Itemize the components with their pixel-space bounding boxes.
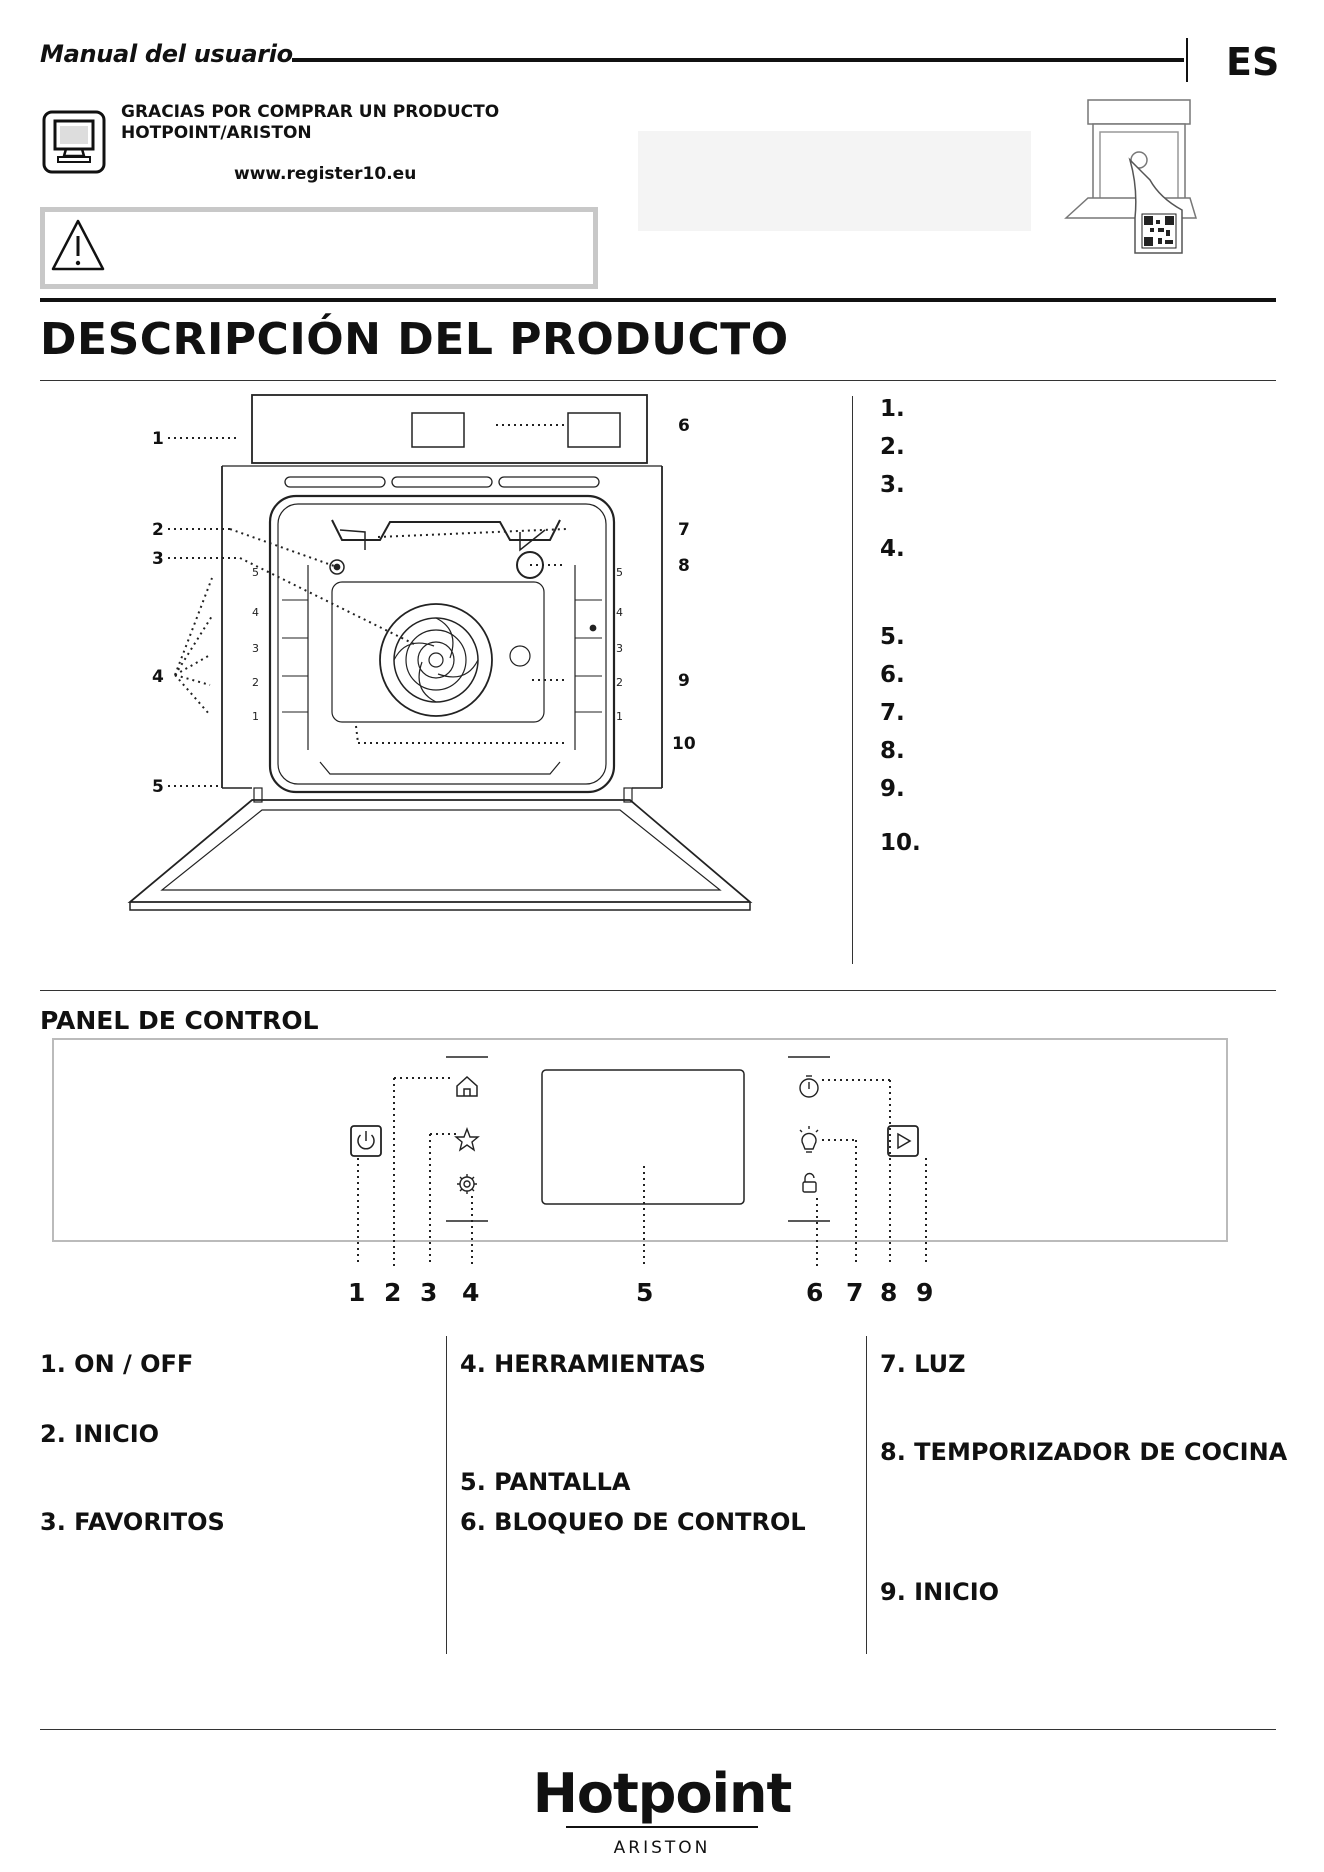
- warning-box: [40, 207, 598, 289]
- shelf-right-1: 1: [616, 710, 623, 723]
- panel-number-4: 4: [462, 1278, 480, 1307]
- callout-8: 8: [678, 556, 690, 576]
- shelf-right-3: 3: [616, 642, 623, 655]
- label-luz: 7. LUZ: [880, 1350, 966, 1378]
- column-divider-2: [866, 1336, 867, 1654]
- manual-title: Manual del usuario: [40, 40, 293, 68]
- shelf-left-4: 4: [252, 606, 259, 619]
- label-temporizador: 8. TEMPORIZADOR DE COCINA: [880, 1438, 1288, 1466]
- panel-number-3: 3: [420, 1278, 438, 1307]
- product-list-divider: [852, 396, 853, 964]
- panel-number-1: 1: [348, 1278, 366, 1307]
- lock-icon[interactable]: [802, 1172, 817, 1193]
- label-inicio: 2. INICIO: [40, 1420, 160, 1448]
- thanks-text: GRACIAS POR COMPRAR UN PRODUCTO HOTPOINT…: [121, 102, 499, 144]
- label-inicio-9: 9. INICIO: [880, 1578, 1000, 1606]
- list-item-6: 6.: [880, 662, 905, 688]
- column-divider-1: [446, 1336, 447, 1654]
- panel-number-6: 6: [806, 1278, 824, 1307]
- shelf-left-5: 5: [252, 566, 259, 579]
- thanks-line-2: HOTPOINT/ARISTON: [121, 123, 312, 143]
- panel-number-5: 5: [636, 1278, 654, 1307]
- callout-9: 9: [678, 671, 690, 691]
- callout-4: 4: [152, 667, 164, 687]
- control-panel-title: PANEL DE CONTROL: [40, 1006, 319, 1035]
- label-favoritos: 3. FAVORITOS: [40, 1508, 225, 1536]
- shelf-right-4: 4: [616, 606, 623, 619]
- header-rule: [292, 58, 1184, 62]
- callout-6: 6: [678, 416, 690, 436]
- label-herramientas: 4. HERRAMIENTAS: [460, 1350, 706, 1378]
- list-item-2: 2.: [880, 434, 905, 460]
- monitor-icon: [42, 110, 106, 174]
- home-icon[interactable]: [456, 1075, 478, 1097]
- power-icon[interactable]: [350, 1125, 382, 1157]
- product-description-title: DESCRIPCIÓN DEL PRODUCTO: [40, 314, 789, 365]
- footer-rule: [40, 1729, 1276, 1730]
- warning-icon: [51, 219, 105, 271]
- panel-number-7: 7: [846, 1278, 864, 1307]
- list-item-9: 9.: [880, 776, 905, 802]
- list-item-8: 8.: [880, 738, 905, 764]
- callout-3: 3: [152, 549, 164, 569]
- shelf-right-2: 2: [616, 676, 623, 689]
- list-item-1: 1.: [880, 396, 905, 422]
- shelf-left-1: 1: [252, 710, 259, 723]
- panel-number-2: 2: [384, 1278, 402, 1307]
- oven-qr-thumbnail: [1064, 99, 1198, 254]
- shelf-right-5: 5: [616, 566, 623, 579]
- thanks-line-1: GRACIAS POR COMPRAR UN PRODUCTO: [121, 102, 500, 122]
- list-item-4: 4.: [880, 536, 905, 562]
- product-rule: [40, 380, 1276, 381]
- list-item-3: 3.: [880, 472, 905, 498]
- panel-number-9: 9: [916, 1278, 934, 1307]
- star-icon[interactable]: [454, 1127, 480, 1152]
- brand-logo: Hotpoint: [532, 1762, 793, 1825]
- callout-5: 5: [152, 777, 164, 797]
- top-section-rule: [40, 298, 1276, 302]
- placeholder-box: [638, 131, 1031, 231]
- control-panel-box: [52, 1038, 1228, 1242]
- shelf-left-3: 3: [252, 642, 259, 655]
- language-code: ES: [1226, 40, 1280, 84]
- label-on-off: 1. ON / OFF: [40, 1350, 194, 1378]
- callout-2: 2: [152, 520, 164, 540]
- list-item-7: 7.: [880, 700, 905, 726]
- brand-logo-underline: [566, 1826, 758, 1828]
- label-pantalla: 5. PANTALLA: [460, 1468, 631, 1496]
- play-icon[interactable]: [887, 1125, 919, 1157]
- callout-1: 1: [152, 429, 164, 449]
- list-item-5: 5.: [880, 624, 905, 650]
- timer-icon[interactable]: [799, 1075, 819, 1098]
- brand-sub: ARISTON: [613, 1838, 711, 1858]
- control-panel-diagram: [350, 1056, 927, 1266]
- register-url[interactable]: www.register10.eu: [234, 164, 417, 184]
- panel-number-8: 8: [880, 1278, 898, 1307]
- shelf-left-2: 2: [252, 676, 259, 689]
- label-bloqueo-control: 6. BLOQUEO DE CONTROL: [460, 1508, 806, 1536]
- callout-10: 10: [672, 734, 696, 754]
- list-item-10: 10.: [880, 830, 921, 856]
- oven-diagram: 1 2 3 4 5 6 7 8 9 10 5 4 3 2 1 5 4 3 2 1: [127, 394, 753, 911]
- control-panel-rule: [40, 990, 1276, 991]
- header-divider: [1186, 38, 1188, 82]
- gear-icon[interactable]: [457, 1174, 477, 1194]
- bulb-icon[interactable]: [799, 1126, 819, 1153]
- callout-7: 7: [678, 520, 690, 540]
